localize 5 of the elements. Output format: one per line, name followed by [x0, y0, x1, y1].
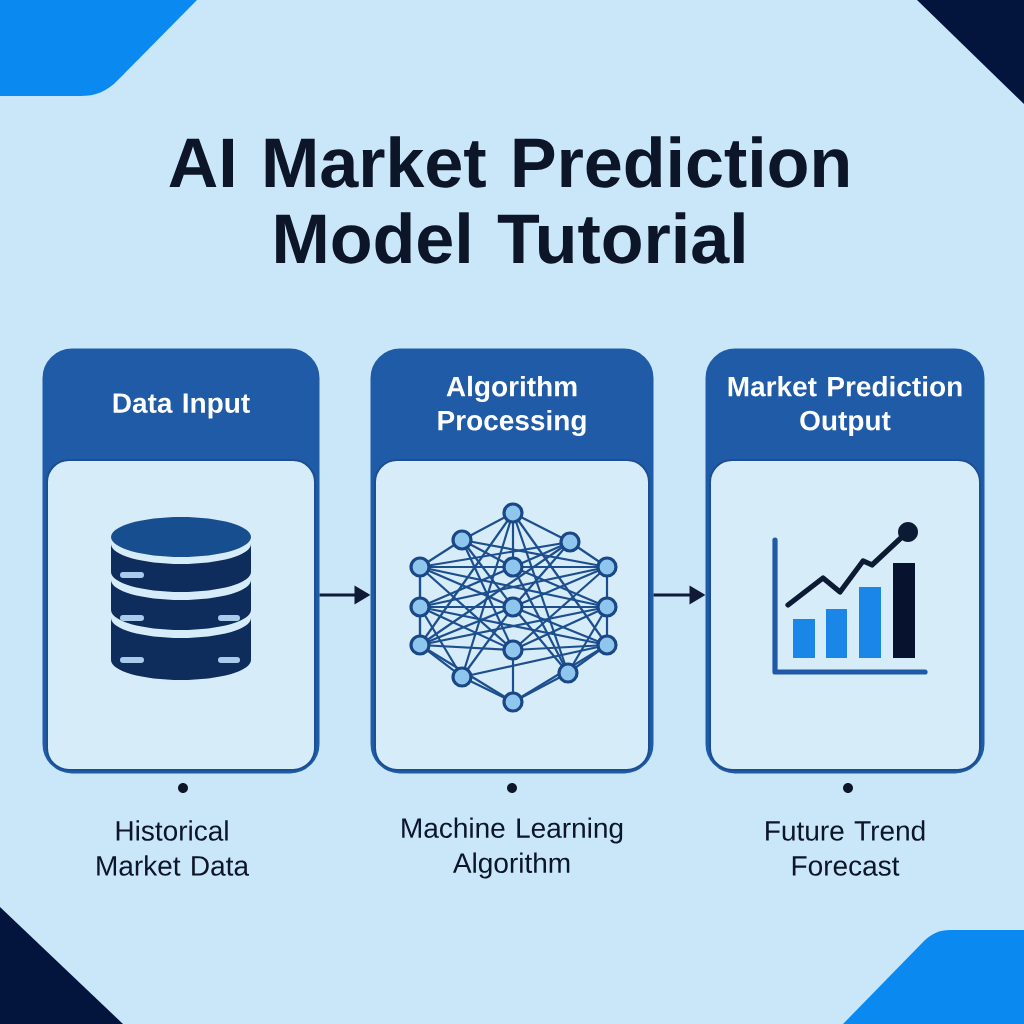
node-label: Machine Learning Algorithm	[402, 817, 623, 879]
title: AI Market Prediction Model Tutorial	[169, 136, 848, 264]
node-label: Future Trend Forecast	[766, 820, 925, 876]
process-panel: Market Prediction Output	[705, 348, 985, 774]
node-label: Historical Market Data	[97, 820, 249, 876]
